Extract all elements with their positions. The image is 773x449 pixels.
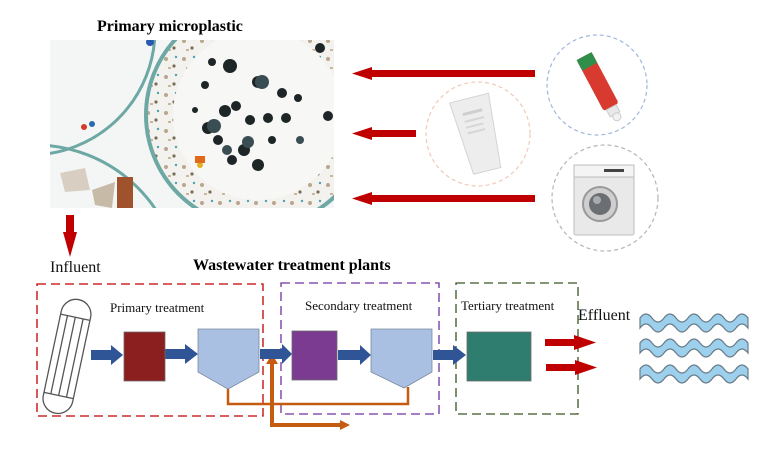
microplastic-photo bbox=[50, 40, 334, 208]
arrow-washing-machine bbox=[352, 192, 535, 205]
wwtp-title: Wastewater treatment plants bbox=[193, 257, 391, 274]
washing-machine-icon bbox=[573, 164, 635, 236]
effluent-arrow-1 bbox=[545, 335, 596, 350]
bar-screen-icon bbox=[42, 298, 92, 415]
flow-arrow-3 bbox=[260, 344, 292, 364]
toothpaste-source bbox=[546, 34, 648, 136]
source-arrows bbox=[63, 67, 535, 257]
secondary-treatment-border bbox=[280, 282, 440, 415]
toothpaste-icon bbox=[576, 52, 622, 122]
flow-arrow-5 bbox=[433, 345, 466, 365]
primary-microplastic-title: Primary microplastic bbox=[97, 18, 243, 35]
primary-treatment-label: Primary treatment bbox=[110, 300, 205, 315]
water-waves-icon bbox=[639, 313, 749, 384]
primary-treatment-border bbox=[36, 283, 264, 417]
secondary-treatment-label: Secondary treatment bbox=[305, 298, 413, 313]
arrow-cleanser bbox=[352, 127, 416, 140]
cleanser-source bbox=[425, 81, 531, 187]
washing-machine-source bbox=[551, 144, 659, 252]
influent-label: Influent bbox=[50, 259, 101, 276]
tertiary-unit bbox=[466, 331, 532, 382]
effluent-label: Effluent bbox=[578, 307, 631, 324]
secondary-clarifier bbox=[370, 328, 433, 389]
arrow-toothpaste bbox=[352, 67, 535, 80]
effluent-arrow-2 bbox=[546, 360, 597, 375]
tertiary-treatment-label: Tertiary treatment bbox=[461, 298, 555, 313]
sludge-lines bbox=[226, 362, 410, 427]
flow-arrows bbox=[91, 344, 466, 365]
secondary-reactor bbox=[291, 330, 338, 381]
sludge-out-arrowhead bbox=[340, 420, 350, 430]
flow-arrow-2 bbox=[165, 344, 198, 364]
flow-arrow-4 bbox=[338, 345, 371, 365]
arrow-influent bbox=[63, 215, 77, 257]
primary-clarifier bbox=[197, 328, 260, 390]
flow-arrow-1 bbox=[91, 345, 123, 365]
effluent-arrows bbox=[545, 335, 597, 375]
cleanser-tube-icon bbox=[448, 92, 502, 175]
primary-unit bbox=[123, 331, 166, 382]
